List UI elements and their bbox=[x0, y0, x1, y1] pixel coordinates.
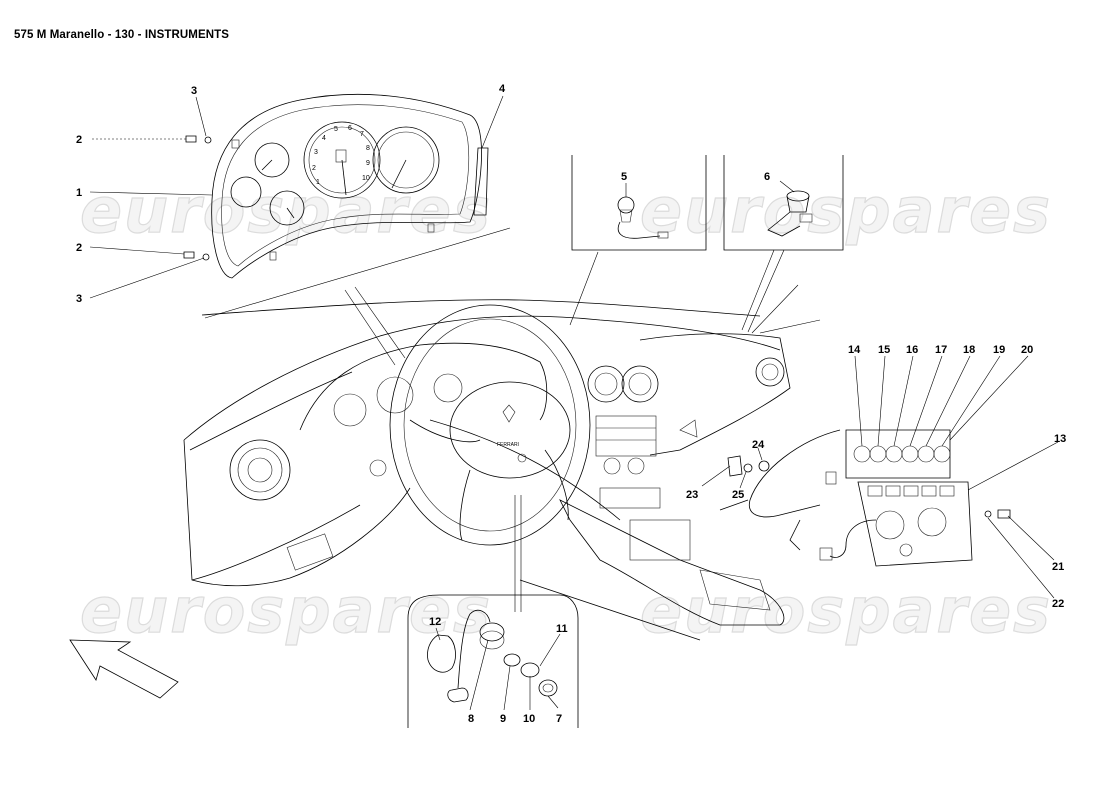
callout-3: 3 bbox=[76, 293, 82, 305]
callout-leaders bbox=[89, 95, 1059, 711]
clip-fasteners bbox=[727, 455, 1011, 519]
tachometer-icon bbox=[303, 121, 381, 199]
tacho-numeral: 10 bbox=[362, 175, 370, 182]
ferrari-badge-text: FERRARI bbox=[497, 442, 519, 448]
callout-22: 22 bbox=[1052, 598, 1064, 610]
fuel-gauge-icon bbox=[230, 176, 262, 208]
air-vent-icon bbox=[229, 439, 291, 501]
watermark-group: eurospares eurospares eurospares eurospa… bbox=[79, 173, 1052, 647]
callout-8: 8 bbox=[468, 713, 474, 725]
detail-box-sensor-6 bbox=[723, 155, 844, 251]
callout-20: 20 bbox=[1021, 344, 1033, 356]
speedometer-icon bbox=[372, 126, 440, 194]
callout-15: 15 bbox=[878, 344, 890, 356]
callout-17: 17 bbox=[935, 344, 947, 356]
callout-6: 6 bbox=[764, 171, 770, 183]
screw-fasteners bbox=[183, 135, 212, 261]
watermark-text: eurospares bbox=[640, 174, 1052, 247]
trim-strip[interactable] bbox=[473, 147, 489, 216]
tacho-numeral: 2 bbox=[312, 165, 316, 172]
callout-24: 24 bbox=[752, 439, 765, 451]
oil-gauge-icon bbox=[269, 190, 305, 226]
tacho-numeral: 1 bbox=[316, 179, 320, 186]
tacho-numeral: 6 bbox=[348, 125, 352, 132]
tacho-numeral: 7 bbox=[360, 131, 364, 138]
callout-13: 13 bbox=[1054, 433, 1066, 445]
callout-16: 16 bbox=[906, 344, 918, 356]
callout-labels: 2 1 2 3 3 4 5 6 12 11 8 9 10 7 14 15 16 … bbox=[76, 83, 1066, 725]
air-vent-icon bbox=[755, 357, 785, 387]
callout-10: 10 bbox=[523, 713, 535, 725]
callout-4: 4 bbox=[499, 83, 506, 95]
tacho-numeral: 5 bbox=[334, 126, 338, 133]
prancing-horse-icon bbox=[502, 404, 516, 423]
watermark-text: eurospares bbox=[80, 174, 492, 247]
callout-11: 11 bbox=[556, 623, 568, 635]
detail-box-steering-switch bbox=[407, 594, 579, 728]
callout-23: 23 bbox=[686, 489, 698, 501]
callout-25: 25 bbox=[732, 489, 744, 501]
callout-2: 2 bbox=[76, 242, 82, 254]
tacho-numeral: 4 bbox=[322, 135, 326, 142]
steering-wheel[interactable]: FERRARI bbox=[389, 304, 591, 546]
callout-1: 1 bbox=[76, 187, 82, 199]
callout-18: 18 bbox=[963, 344, 975, 356]
callout-5: 5 bbox=[621, 171, 627, 183]
callout-19: 19 bbox=[993, 344, 1005, 356]
dashboard bbox=[183, 299, 791, 641]
callout-7: 7 bbox=[556, 713, 562, 725]
switch-panel[interactable] bbox=[719, 429, 973, 567]
air-vent-icon bbox=[587, 365, 625, 403]
callout-12: 12 bbox=[429, 616, 441, 628]
tacho-numeral: 3 bbox=[314, 149, 318, 156]
tacho-numeral: 9 bbox=[366, 160, 370, 167]
tacho-numeral: 8 bbox=[366, 145, 370, 152]
temp-gauge-icon bbox=[254, 142, 290, 178]
callout-21: 21 bbox=[1052, 561, 1064, 573]
direction-arrow-icon bbox=[69, 639, 179, 699]
callout-9: 9 bbox=[500, 713, 506, 725]
callout-14: 14 bbox=[848, 344, 861, 356]
air-vent-icon bbox=[621, 365, 659, 403]
watermark-text: eurospares bbox=[80, 574, 492, 647]
callout-2: 2 bbox=[76, 134, 82, 146]
watermark-text: eurospares bbox=[640, 574, 1052, 647]
leader-lines bbox=[204, 227, 821, 612]
diagram-title: 575 M Maranello - 130 - INSTRUMENTS bbox=[14, 29, 230, 41]
callout-3: 3 bbox=[191, 85, 197, 97]
